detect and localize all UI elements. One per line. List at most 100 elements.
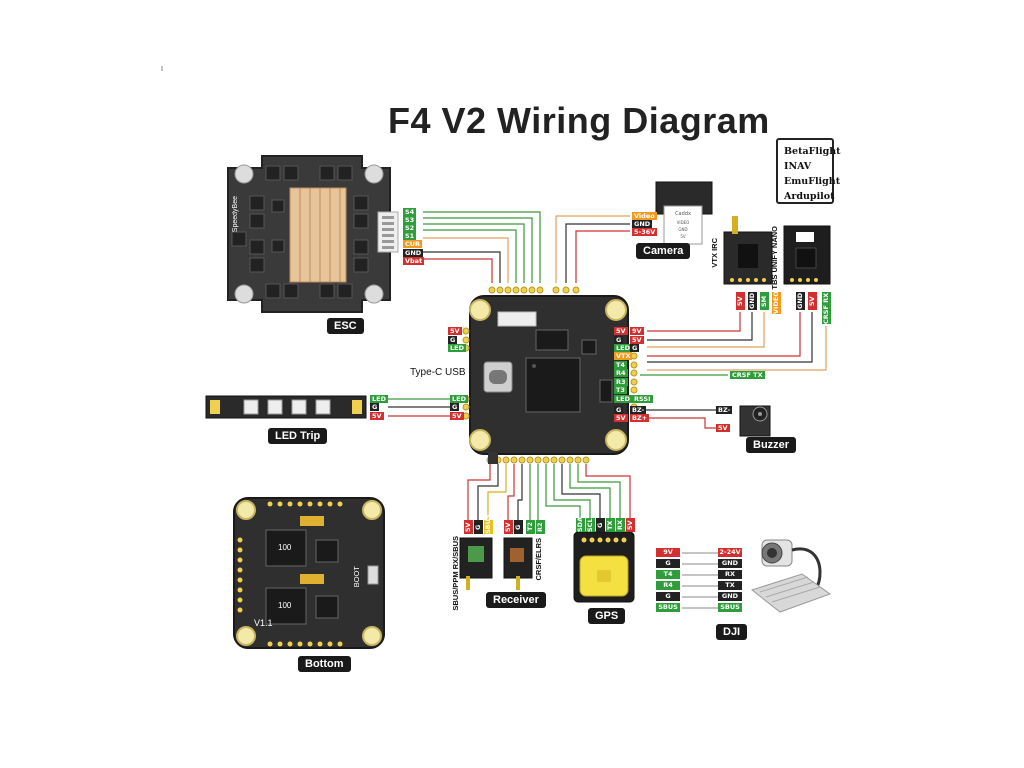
bottom-version-text: V1.1: [254, 618, 273, 628]
esc-pin-gnd: GND: [403, 249, 424, 257]
dji-fc-g-b: G: [656, 592, 680, 601]
vtx-pin-sm: SM: [760, 292, 769, 310]
caption-type-c: Type-C USB: [410, 367, 466, 378]
camera-pin-power: 5-36V: [632, 228, 658, 236]
svg-text:GND: GND: [678, 227, 687, 232]
svg-text:5V: 5V: [680, 234, 686, 239]
vtx-pin-gnd: GND: [748, 292, 757, 310]
cap-text-2: 100: [278, 601, 292, 610]
vtx-pin-5v-b: 5V: [808, 292, 817, 310]
cap-text-1: 100: [278, 543, 292, 552]
caption-bottom: Bottom: [298, 656, 351, 672]
svg-text:Caddx: Caddx: [675, 211, 691, 217]
rx-crsf-pin-r2: R2: [536, 520, 545, 534]
fc-led-in-pin-5v: 5V: [450, 412, 464, 420]
gps-pin-tx: TX: [606, 518, 615, 532]
dji-unit-2-24v: 2-24V: [718, 548, 742, 557]
receiver-sbus: [459, 537, 493, 590]
fc-right-pin-rssi: RSSI: [632, 395, 653, 403]
fc-right-pin-g: G: [614, 336, 624, 344]
gps-pin-rx: RX: [616, 518, 625, 532]
dji-air-unit: [750, 539, 832, 613]
caption-dji: DJI: [716, 624, 748, 640]
buzzer-pin-bz-minus: BZ-: [716, 406, 733, 414]
dji-fc-g: G: [656, 559, 680, 568]
esc-model-text: SpeedyBee: [232, 196, 239, 233]
rx-sbus-pin-sbus: SBUS: [484, 514, 493, 534]
led-strip-pin-5v: 5V: [370, 412, 384, 420]
esc-pin-s1: S1: [403, 232, 417, 240]
bottom-board: [233, 497, 385, 649]
sbus-receiver-label: SBUS/PPM RX/SBUS: [451, 536, 460, 611]
gps-pin-g: G: [596, 518, 605, 532]
crsf-receiver-label: CRSF/ELRS: [534, 538, 543, 581]
vtx-pin-5v: 5V: [736, 292, 745, 310]
tbs-unify-label: TBS UNIFY NANO: [770, 226, 779, 290]
esc-pin-cur: CUR: [403, 240, 423, 248]
vtx-pin-gnd-b: GND: [796, 292, 805, 310]
esc-pin-s3: S3: [403, 216, 417, 224]
fc-left-pin-g: G: [448, 336, 458, 344]
fc-right-pin-g-b: G: [630, 344, 640, 352]
fc-right-pin-bz-plus: BZ+: [630, 414, 650, 422]
fc-board: [462, 286, 638, 464]
esc-pin-s2: S2: [403, 224, 417, 232]
caption-gps: GPS: [588, 608, 626, 624]
fc-right-pin-g-c: G: [614, 406, 624, 414]
dji-unit-tx: TX: [718, 581, 742, 590]
camera-pin-gnd: GND: [632, 220, 653, 228]
rx-crsf-pin-t2: T2: [526, 520, 535, 534]
dji-table-lines: [682, 552, 718, 609]
fc-right-pin-r4: R4: [614, 369, 628, 377]
esc-pin-vbat: Vbat: [403, 257, 425, 265]
boot-text: BOOT: [352, 566, 361, 588]
dji-unit-rx: RX: [718, 570, 742, 579]
caption-camera: Camera: [636, 243, 691, 259]
gps-pin-scl: SCL: [586, 518, 595, 532]
rx-crsf-pin-g: G: [514, 520, 523, 534]
dji-unit-gnd-b: GND: [718, 592, 742, 601]
fc-left-pin-5v: 5V: [448, 327, 462, 335]
fc-led-in-pin-g: G: [450, 403, 460, 411]
vtx-irc-label: VTX IRC: [710, 238, 719, 268]
esc-board: [227, 155, 399, 313]
led-strip: [205, 395, 367, 419]
svg-text:VIDEO: VIDEO: [677, 220, 690, 225]
fc-right-pin-r3: R3: [614, 378, 628, 386]
led-strip-pin-led: LED: [370, 395, 388, 403]
fc-right-pin-5v-b: 5V: [630, 336, 644, 344]
caption-buzzer: Buzzer: [746, 437, 797, 453]
dji-fc-9v: 9V: [656, 548, 680, 557]
camera-module: Caddx VIDEO GND 5V: [655, 181, 713, 245]
fc-right-pin-t4: T4: [614, 361, 627, 369]
gps-pin-5v: 5V: [626, 518, 635, 532]
crsf-tx-tag: CRSF TX: [730, 371, 765, 379]
caption-led-trip: LED Trip: [268, 428, 328, 444]
gps-module: [573, 531, 635, 603]
dji-fc-sbus: SBUS: [656, 603, 680, 612]
fc-right-pin-vtx: VTX: [614, 352, 633, 360]
fc-right-pin-t3: T3: [614, 386, 627, 394]
firmware-list: BetaFlight INAV EmuFlight Ardupilot: [776, 138, 841, 204]
dji-unit-sbus: SBUS: [718, 603, 742, 612]
dji-fc-t4: T4: [656, 570, 680, 579]
receiver-crsf: [503, 537, 533, 590]
fc-led-in-pin-led: LED: [450, 395, 468, 403]
led-strip-pin-g: G: [370, 403, 380, 411]
firmware-item: BetaFlight: [784, 146, 841, 157]
fc-right-pin-led-b: LED: [614, 395, 632, 403]
caption-esc: ESC: [327, 318, 364, 334]
rx-crsf-pin-5v: 5V: [504, 520, 513, 534]
vtx-module-tbs: [783, 225, 831, 285]
buzzer-pin-5v: 5V: [716, 424, 730, 432]
fc-left-pin-led: LED: [448, 344, 466, 352]
fc-right-pin-5v: 5V: [614, 327, 628, 335]
firmware-item: INAV: [784, 161, 812, 172]
gps-pin-sda: SDA: [576, 516, 585, 532]
caption-receiver: Receiver: [486, 592, 546, 608]
rx-sbus-pin-5v: 5V: [464, 520, 473, 534]
camera-pin-video: Video: [632, 212, 657, 220]
fc-right-pin-bz-minus: BZ-: [630, 406, 647, 414]
